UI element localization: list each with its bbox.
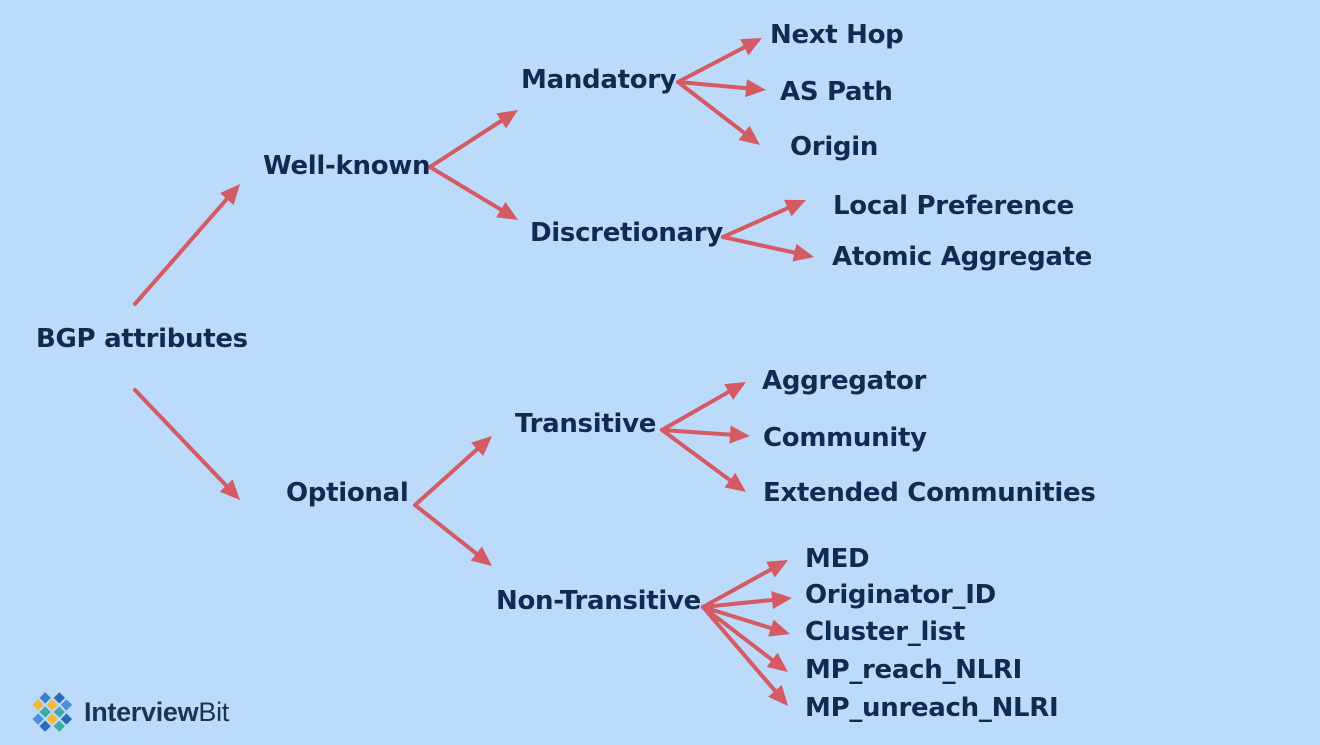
- leaf-origin: Origin: [790, 132, 879, 162]
- logo-wordmark: InterviewBit: [84, 697, 229, 728]
- arrow-optional-to-non-transitive: [413, 503, 492, 566]
- leaf-as-path: AS Path: [780, 77, 893, 107]
- arrow-transitive-to-aggregator: [660, 382, 746, 432]
- node-well-known: Well-known: [263, 151, 431, 181]
- leaf-med: MED: [805, 544, 870, 574]
- arrow-well-known-to-discretionary: [428, 165, 518, 220]
- leaf-next-hop: Next Hop: [770, 20, 904, 50]
- arrow-mandatory-to-origin: [676, 80, 760, 145]
- leaf-atomic-aggregate: Atomic Aggregate: [832, 242, 1093, 272]
- leaf-aggregator: Aggregator: [762, 366, 927, 396]
- arrow-root-to-optional: [133, 388, 240, 500]
- leaf-mp-unreach-nlri: MP_unreach_NLRI: [805, 693, 1059, 723]
- logo-wordmark-part2: Bit: [198, 696, 229, 727]
- interviewbit-logo: InterviewBit: [14, 690, 229, 734]
- arrow-transitive-to-community: [660, 425, 750, 444]
- arrow-discretionary-to-local-preference: [721, 199, 806, 239]
- arrow-non-transitive-to-cluster-list: [701, 605, 790, 637]
- arrow-mandatory-to-as-path: [676, 79, 766, 98]
- arrow-transitive-to-extended-communities: [660, 428, 746, 492]
- arrow-non-transitive-to-originator-id: [701, 591, 792, 609]
- arrow-non-transitive-to-mp-reach-nlri: [701, 605, 788, 672]
- node-non-transitive: Non-Transitive: [496, 586, 701, 616]
- node-bgp-attributes: BGP attributes: [36, 324, 248, 354]
- leaf-mp-reach-nlri: MP_reach_NLRI: [805, 655, 1022, 685]
- arrow-root-to-well-known: [133, 184, 240, 306]
- arrow-mandatory-to-next-hop: [676, 38, 762, 84]
- arrow-optional-to-transitive: [413, 436, 492, 507]
- leaf-cluster-list: Cluster_list: [805, 617, 965, 647]
- arrow-discretionary-to-atomic-aggregate: [721, 235, 814, 262]
- leaf-community: Community: [763, 423, 927, 453]
- arrow-well-known-to-mandatory: [428, 110, 518, 169]
- diamond-grid-logo-icon: [32, 692, 73, 732]
- node-transitive: Transitive: [515, 409, 657, 439]
- logo-wordmark-part1: Interview: [84, 696, 199, 727]
- leaf-extended-communities: Extended Communities: [763, 478, 1096, 508]
- leaf-originator-id: Originator_ID: [805, 580, 996, 610]
- arrow-non-transitive-to-mp-unreach-nlri: [701, 605, 788, 706]
- node-mandatory: Mandatory: [521, 65, 677, 95]
- leaf-local-preference: Local Preference: [833, 191, 1075, 221]
- arrow-non-transitive-to-med: [701, 560, 788, 609]
- node-discretionary: Discretionary: [530, 218, 723, 248]
- node-optional: Optional: [286, 478, 409, 508]
